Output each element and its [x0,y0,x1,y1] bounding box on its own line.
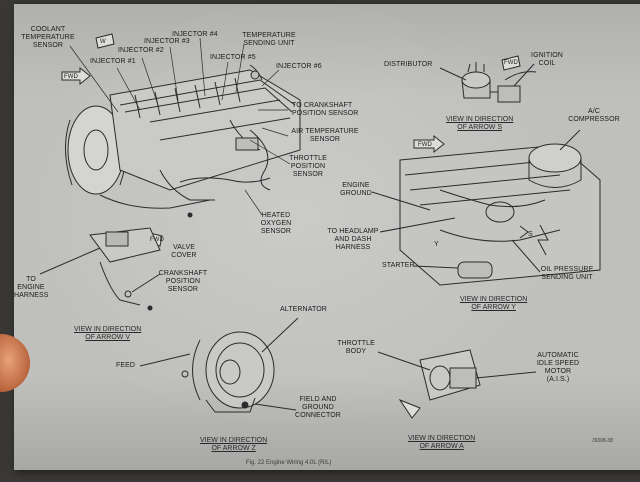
label-injector-1: INJECTOR #1 [90,58,136,65]
label-automatic-idle-speed-motor: AUTOMATIC IDLE SPEED MOTOR (A.I.S.) [536,352,580,383]
label-fwd-valve: FWD [150,237,164,243]
label-oil-pressure-sending-unit: OIL PRESSURE SENDING UNIT [540,266,594,281]
label-ac-compressor: A/C COMPRESSOR [568,108,620,123]
label-distributor: DISTRIBUTOR [384,61,433,68]
label-ignition-coil: IGNITION COIL [531,52,563,67]
label-field-ground-connector: FIELD AND GROUND CONNECTOR [295,396,341,419]
label-engine-ground: ENGINE GROUND [340,182,372,197]
label-crankshaft-position-sensor: CRANKSHAFT POSITION SENSOR [158,270,208,293]
label-fwd-main: FWD [64,74,78,80]
label-starter: STARTER [382,262,415,269]
label-arrow-w: W [100,39,106,45]
label-throttle-position-sensor: THROTTLE POSITION SENSOR [289,155,327,178]
label-alternator: ALTERNATOR [280,306,327,313]
label-injector-2: INJECTOR #2 [118,47,164,54]
label-injector-5: INJECTOR #5 [210,54,256,61]
label-injector-4: INJECTOR #4 [172,31,218,38]
label-fwd-distributor: FWD [504,60,518,66]
label-valve-cover: VALVE COVER [171,244,197,259]
label-injector-6: INJECTOR #6 [276,63,322,70]
label-injector-3: INJECTOR #3 [144,38,190,45]
label-throttle-body: THROTTLE BODY [337,340,375,355]
label-heated-oxygen-sensor: HEATED OXYGEN SENSOR [260,212,292,235]
label-to-engine-harness: TO ENGINE HARNESS [14,276,49,299]
label-to-headlamp-dash-harness: TO HEADLAMP AND DASH HARNESS [327,228,379,251]
figure-caption: Fig. 22 Engine Wiring 4.0L (R/L) [246,460,332,466]
label-fwd-right: FWD [418,142,432,148]
label-temperature-sending-unit: TEMPERATURE SENDING UNIT [242,32,296,47]
figure-code: J9308-38 [592,438,613,444]
label-feed: FEED [116,362,136,369]
label-to-crankshaft-position-sensor: TO CRANKSHAFT POSITION SENSOR [292,102,359,117]
label-coolant-temp-sensor: COOLANT TEMPERATURE SENSOR [21,26,75,49]
label-air-temperature-sensor: AIR TEMPERATURE SENSOR [291,128,359,143]
